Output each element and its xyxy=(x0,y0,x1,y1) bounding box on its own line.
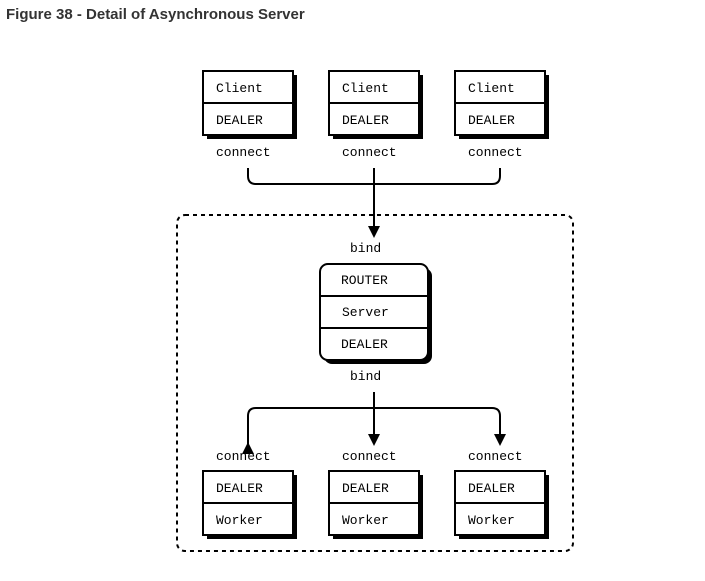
worker-socket-label: DEALER xyxy=(216,481,263,496)
server-frontend-bind-label: bind xyxy=(350,241,381,256)
worker-connect-label: connect xyxy=(468,449,523,464)
server-backend-bind-label: bind xyxy=(350,369,381,384)
server-router-label: ROUTER xyxy=(341,273,388,288)
client-label: Client xyxy=(342,81,389,96)
client-label: Client xyxy=(216,81,263,96)
server-process-boundary xyxy=(176,214,574,552)
worker-connect-label: connect xyxy=(342,449,397,464)
worker-node: connect DEALER Worker xyxy=(328,449,423,539)
client-socket-label: DEALER xyxy=(216,113,263,128)
client-socket-label: DEALER xyxy=(342,113,389,128)
client-node: Client DEALER connect xyxy=(328,70,423,160)
client-connect-label: connect xyxy=(468,145,523,160)
client-node: Client DEALER connect xyxy=(202,70,297,160)
server-dealer-label: DEALER xyxy=(341,337,388,352)
client-connect-label: connect xyxy=(216,145,271,160)
client-node: Client DEALER connect xyxy=(454,70,549,160)
client-socket-label: DEALER xyxy=(468,113,515,128)
worker-label: Worker xyxy=(342,513,389,528)
worker-label: Worker xyxy=(216,513,263,528)
worker-connect-label: connect xyxy=(216,449,271,464)
worker-label: Worker xyxy=(468,513,515,528)
server-name-label: Server xyxy=(342,305,389,320)
worker-socket-label: DEALER xyxy=(468,481,515,496)
client-connect-label: connect xyxy=(342,145,397,160)
worker-socket-label: DEALER xyxy=(342,481,389,496)
worker-connector-lines xyxy=(242,407,506,454)
worker-node: connect DEALER Worker xyxy=(202,449,297,539)
figure-title: Figure 38 - Detail of Asynchronous Serve… xyxy=(6,6,305,23)
worker-node: connect DEALER Worker xyxy=(454,449,549,539)
server-node: ROUTER Server DEALER xyxy=(319,263,432,364)
client-label: Client xyxy=(468,81,515,96)
